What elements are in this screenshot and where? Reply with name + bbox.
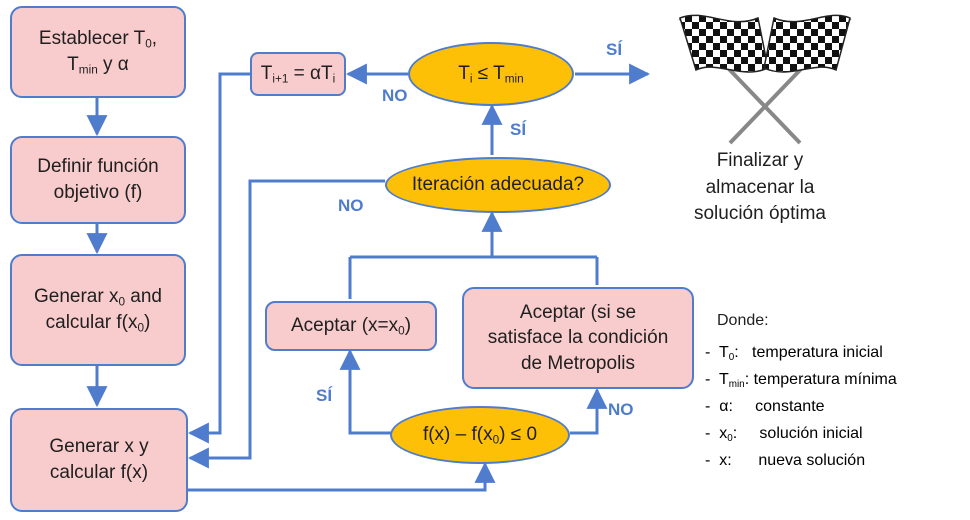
iteration-check-decision: Iteración adecuada? [385,157,611,213]
label-no-iteration: NO [338,196,364,215]
label-no-temp: NO [382,86,408,105]
generate-x0-box: Generar x0 and calcular f(x0) [10,254,186,366]
temperature-check-decision: Ti ≤ Tmin [408,42,574,106]
finish-text: Finalizar y almacenar la solución óptima [693,150,827,225]
metropolis-line2: satisface la condición [487,327,669,349]
metropolis-line3: de Metropolis [520,352,636,374]
generate-x0-line2: calcular f(x0) [45,312,151,335]
legend-item: - α: constante [705,398,825,415]
establish-parameters-box: Establecer T0, Tmin y α [10,6,186,98]
update-temperature-box: Ti+1 = αTi [250,52,346,96]
accept-metropolis-box: Aceptar (si se satisface la condición de… [462,287,694,389]
legend-item: - Tmin: temperatura mínima [705,371,897,390]
legend-item: - x0: solución inicial [705,425,863,444]
label-si-compare: SÍ [316,386,333,405]
legend-title: Donde: [717,312,769,329]
define-line1: Definir función [37,156,159,178]
metropolis-line1: Aceptar (si se [519,301,637,323]
label-si-finish: SÍ [606,40,623,59]
generate-x-line2: calcular f(x) [49,462,149,483]
checkered-flags-icon [650,8,880,153]
generate-x0-line1: Generar x0 and [33,286,162,309]
legend-item: - T0: temperatura inicial [705,344,883,363]
label-si-iteration: SÍ [510,120,527,139]
accept-box: Aceptar (x=x0) [265,301,437,351]
label-no-compare: NO [608,400,634,419]
generate-x-box: Generar x y calcular f(x) [10,408,188,512]
compare-decision: f(x) – f(x0) ≤ 0 [390,406,570,464]
define-objective-box: Definir función objetivo (f) [10,136,186,224]
generate-x-line1: Generar x y [49,436,149,458]
establish-line1: Establecer T0, [38,28,158,51]
legend-item: - x: nueva solución [705,452,866,469]
define-line2: objetivo (f) [53,182,143,203]
establish-line2: Tmin y α [67,54,129,77]
